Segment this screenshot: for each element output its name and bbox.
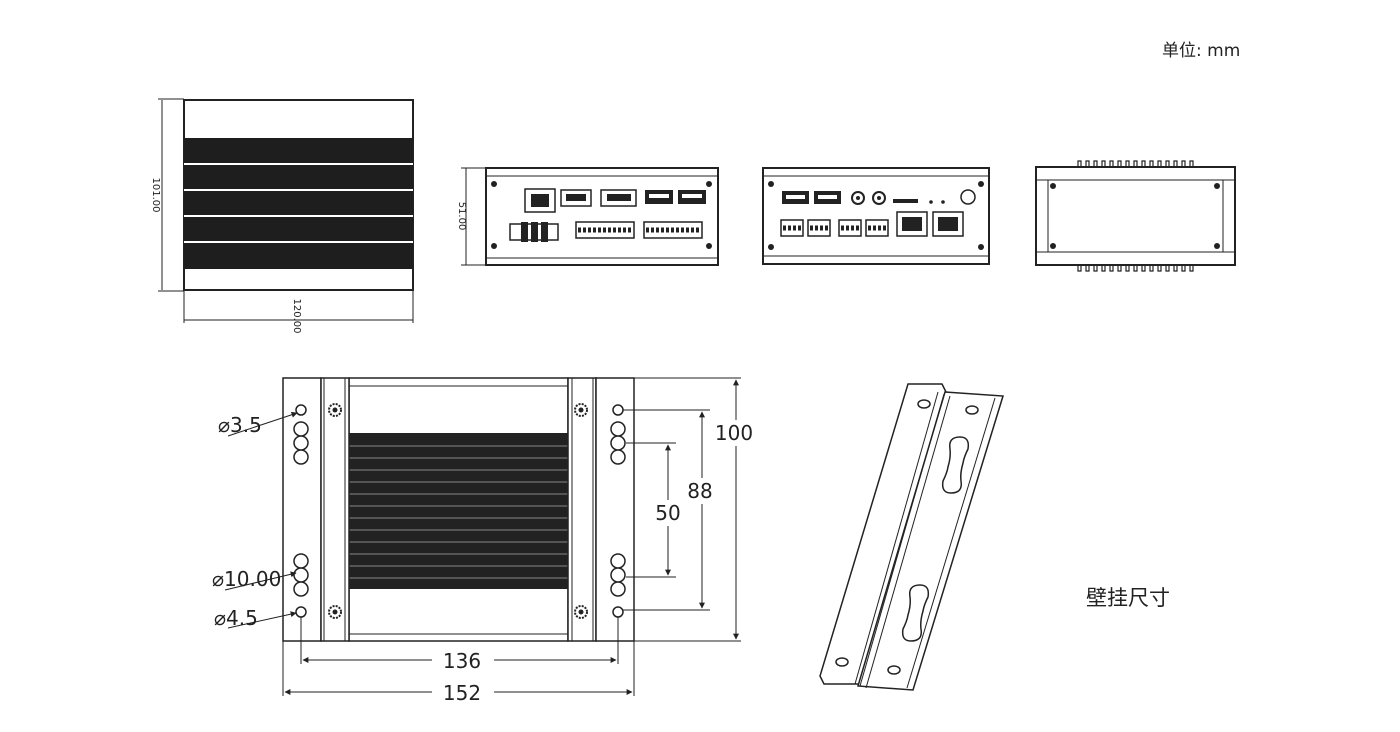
keyhole-label: ⌀10.00 [212,567,281,591]
io-terminal-block-icon [780,219,804,237]
io-terminal-block-icon [838,219,862,237]
outer-width-label: 152 [443,681,481,705]
keyhole-icon [610,553,626,597]
bottom-fins [1077,264,1194,272]
power-button-icon [960,189,976,205]
rear-panel-view [762,167,990,265]
inner-width-label: 136 [443,649,481,673]
led-icon [941,200,945,204]
left-bracket [282,377,322,642]
sim-slot-icon [893,199,918,203]
keyhole-icon [293,421,309,465]
hole-large-label: ⌀4.5 [214,606,258,630]
bracket-perspective [819,383,1004,691]
unit-note: 单位: mm [1162,41,1241,61]
keyhole-icon [293,553,309,597]
wall-mount-label: 壁挂尺寸 [1086,586,1170,610]
top-fins [1077,160,1194,168]
right-bracket [567,377,597,642]
led-icon [929,200,933,204]
keyhole-icon [610,421,626,465]
hole-spacing-label: 88 [687,479,712,503]
front-panel-view: 51.00 [456,167,719,266]
keyhole-spacing-label: 50 [655,501,680,525]
keyhole-icon [901,584,930,642]
top-view: 101.00 120.00 [150,98,414,334]
hole-small-label: ⌀3.5 [218,413,262,437]
side-view [1035,160,1236,272]
top-width-label: 120.00 [291,299,302,334]
heatsink-fins [349,433,568,589]
height-label: 100 [715,421,753,445]
bracket-view: ⌀3.5 ⌀10.00 ⌀4.5 136 152 100 88 50 [212,377,753,705]
heatsink-fins [184,138,413,269]
io-terminal-block-icon [865,219,889,237]
io-terminal-block-icon [807,219,831,237]
keyhole-icon [941,436,970,494]
front-height-label: 51.00 [456,202,467,231]
top-height-label: 101.00 [150,178,161,213]
